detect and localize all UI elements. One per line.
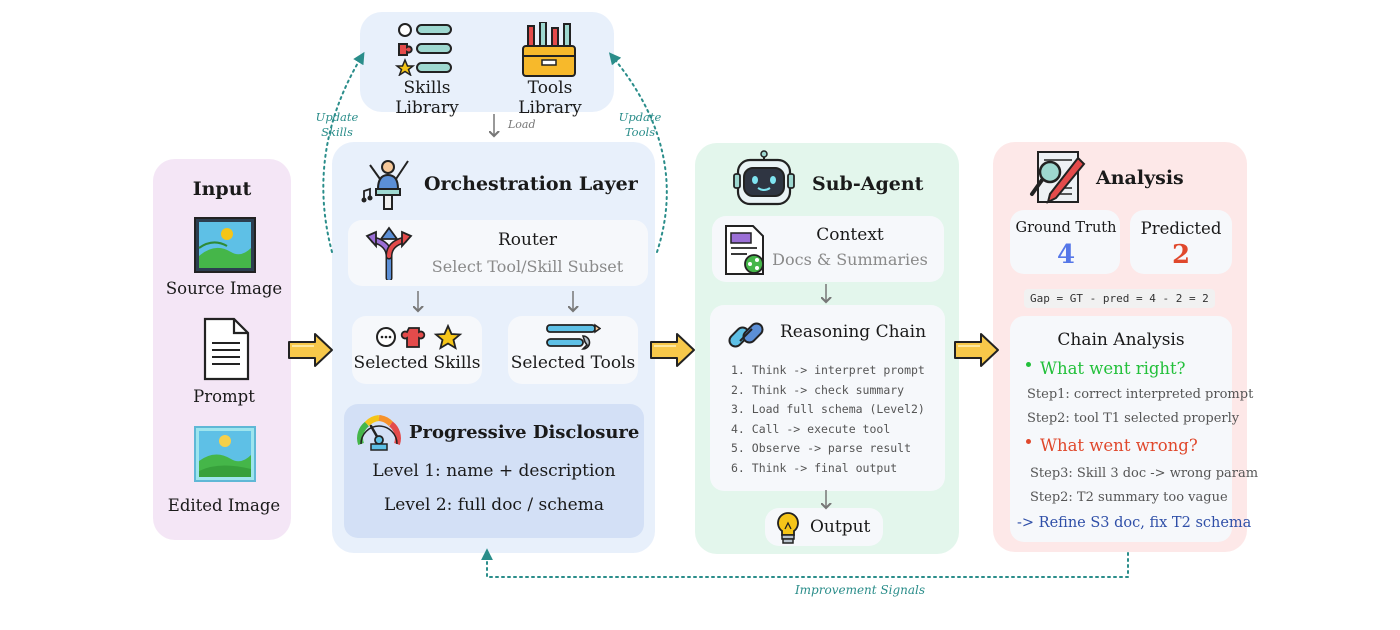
skills-library-label: Skills Library (395, 78, 459, 118)
reasoning-step: 5. Observe -> parse result (731, 441, 912, 455)
gauge-icon (357, 415, 401, 451)
flow-arrow (650, 333, 695, 367)
predicted-label: Predicted (1140, 219, 1222, 238)
tools-library-label: Tools Library (518, 78, 582, 118)
router-subtitle: Select Tool/Skill Subset (431, 257, 624, 276)
router-card (348, 220, 648, 286)
tools-icons (546, 323, 601, 350)
orchestration-title: Orchestration Layer (424, 173, 638, 195)
analysis-magnifier-icon (1030, 151, 1086, 204)
chain-analysis-title: Chain Analysis (1057, 330, 1185, 350)
router-arrows-icon (365, 226, 413, 280)
right-item: Step2: tool T1 selected properly (1027, 411, 1240, 426)
reasoning-chain-title: Reasoning Chain (780, 322, 927, 342)
update-tools-line: Update (618, 110, 662, 124)
reasoning-step: 4. Call -> execute tool (731, 421, 891, 436)
right-item: Step1: correct interpreted prompt (1027, 387, 1254, 402)
update-tools-label: Update Tools (617, 110, 663, 140)
level-2-text: Level 2: full doc / schema (383, 495, 604, 515)
update-skills-line: Update (315, 110, 359, 124)
prompt-label: Prompt (193, 387, 255, 406)
fix-recommendation: -> Refine S3 doc, fix T2 schema (1017, 515, 1252, 531)
robot-icon (733, 150, 795, 206)
improvement-signals-arrow (481, 548, 1129, 578)
load-label: Load (508, 118, 536, 131)
predicted-card (1130, 210, 1232, 274)
context-title: Context (816, 225, 884, 245)
selected-tools-label: Selected Tools (510, 353, 636, 373)
output-label: Output (810, 517, 871, 537)
predicted-value: 2 (1171, 240, 1191, 270)
input-title: Input (192, 178, 252, 200)
router-title: Router (497, 230, 557, 250)
reasoning-steps: 1. Think -> interpret prompt 2. Think ->… (731, 361, 925, 478)
analysis-title: Analysis (1096, 167, 1184, 189)
sub-agent-title: Sub-Agent (812, 173, 924, 195)
lightbulb-icon (777, 512, 799, 544)
what-went-right: What went right? (1040, 359, 1186, 378)
ground-truth-value: 4 (1056, 240, 1076, 270)
update-skills-line: Skills (321, 125, 353, 139)
toolbox-icon (522, 22, 576, 77)
reasoning-step: 1. Think -> interpret prompt (731, 363, 925, 377)
flow-arrow (288, 333, 333, 367)
ground-truth-card (1010, 210, 1120, 274)
wrong-item: Step2: T2 summary too vague (1030, 490, 1228, 505)
document-icon (203, 317, 250, 381)
reasoning-step: 3. Load full schema (Level2) (731, 402, 925, 416)
update-skills-arrow (322, 51, 365, 253)
reasoning-step: 6. Think -> final output (731, 460, 898, 475)
flow-arrow (954, 333, 999, 367)
docs-summary-icon (725, 225, 764, 275)
update-skills-label: Update Skills (312, 110, 362, 140)
selected-skills-label: Selected Skills (353, 353, 481, 373)
edited-image-icon (194, 426, 256, 482)
wrong-item: Step3: Skill 3 doc -> wrong param (1030, 466, 1259, 481)
right-bullet (1026, 362, 1031, 367)
progressive-disclosure-title: Progressive Disclosure (409, 422, 640, 443)
wrong-bullet (1026, 439, 1031, 444)
level-1-text: Level 1: name + description (372, 461, 616, 481)
skills-icons (376, 324, 463, 350)
improvement-signals-label: Improvement Signals (794, 583, 926, 597)
edited-image-label: Edited Image (167, 496, 281, 515)
what-went-wrong: What went wrong? (1040, 436, 1198, 455)
conductor-icon (361, 160, 409, 210)
update-tools-arrow (608, 52, 668, 253)
gap-formula: Gap = GT - pred = 4 - 2 = 2 (1024, 289, 1215, 308)
chain-link-icon (728, 322, 764, 348)
source-image-label: Source Image (165, 279, 283, 298)
chain-analysis-card (1010, 316, 1232, 542)
update-tools-line: Tools (624, 125, 656, 139)
ground-truth-label: Ground Truth (1015, 220, 1117, 236)
skills-list-icon (395, 23, 452, 76)
source-image-icon (194, 217, 256, 273)
context-subtitle: Docs & Summaries (772, 250, 928, 269)
reasoning-step: 2. Think -> check summary (731, 382, 905, 397)
